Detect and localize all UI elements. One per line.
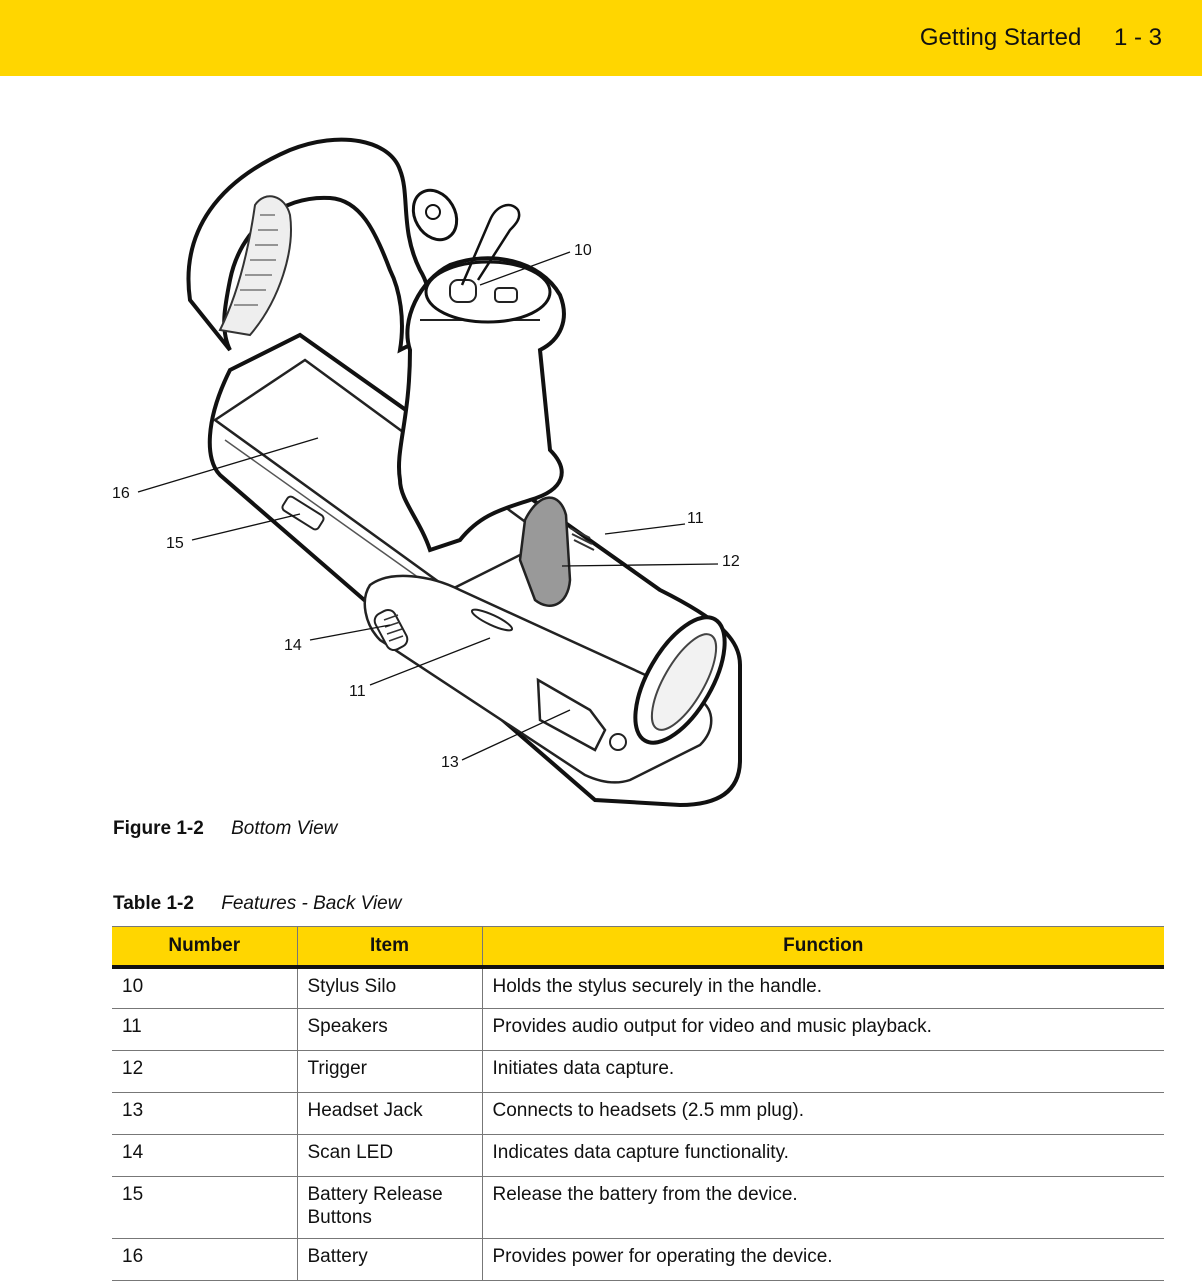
callout-10: 10 (574, 242, 592, 259)
table-row: 16 Battery Provides power for operating … (112, 1238, 1164, 1281)
figure-caption: Figure 1-2 Bottom View (113, 818, 337, 840)
callout-11-lower: 11 (349, 683, 366, 700)
speaker-lower (470, 608, 514, 632)
figure-title: Bottom View (231, 818, 338, 839)
strap-clip (411, 188, 459, 242)
stylus-silo (424, 260, 552, 324)
header-text: Getting Started 1 - 3 (920, 24, 1162, 52)
table-row: 10 Stylus Silo Holds the stylus securely… (112, 966, 1164, 1009)
cell-function: Release the battery from the device. (481, 1176, 1164, 1239)
table-row: 13 Headset Jack Connects to headsets (2.… (112, 1092, 1164, 1135)
cell-function: Provides power for operating the device. (481, 1238, 1164, 1281)
cell-number: 15 (112, 1176, 297, 1239)
table-header-row: Number Item Function (112, 926, 1164, 969)
table-caption: Table 1-2 Features - Back View (113, 893, 401, 915)
cell-function: Provides audio output for video and musi… (481, 1008, 1164, 1051)
cell-number: 11 (112, 1008, 297, 1051)
table-number: Table 1-2 (113, 893, 194, 914)
callout-12: 12 (722, 553, 740, 570)
features-table: Number Item Function 10 Stylus Silo Hold… (112, 926, 1164, 1281)
cell-item: Battery (296, 1238, 482, 1281)
battery-release-button (281, 495, 325, 531)
header-function: Function (481, 926, 1164, 969)
cell-item: Stylus Silo (296, 966, 482, 1009)
header-item: Item (296, 926, 482, 969)
callout-13: 13 (441, 754, 459, 771)
callout-leaders (137, 251, 719, 761)
chapter-title: Getting Started (919, 24, 1082, 51)
cell-item: Scan LED (296, 1134, 482, 1177)
cell-item: Battery Release Buttons (296, 1176, 482, 1239)
cell-function: Holds the stylus securely in the handle. (481, 966, 1164, 1009)
figure-number: Figure 1-2 (113, 818, 204, 839)
table-row: 11 Speakers Provides audio output for vi… (112, 1008, 1164, 1051)
cell-function: Indicates data capture functionality. (481, 1134, 1164, 1177)
cell-item: Trigger (296, 1050, 482, 1093)
cell-number: 10 (112, 966, 297, 1009)
header-number: Number (112, 926, 297, 969)
headset-jack-cover (536, 677, 607, 752)
handle (397, 256, 566, 553)
cell-item: Headset Jack (296, 1092, 482, 1135)
callout-16: 16 (112, 485, 130, 502)
cell-function: Initiates data capture. (481, 1050, 1164, 1093)
cell-number: 12 (112, 1050, 297, 1093)
table-row: 15 Battery Release Buttons Release the b… (112, 1176, 1164, 1239)
table-title: Features - Back View (221, 893, 402, 914)
cell-number: 16 (112, 1238, 297, 1281)
strap-pad (218, 195, 292, 337)
cell-function: Connects to headsets (2.5 mm plug). (481, 1092, 1164, 1135)
table-row: 12 Trigger Initiates data capture. (112, 1050, 1164, 1093)
table-row: 14 Scan LED Indicates data capture funct… (112, 1134, 1164, 1177)
scan-led (373, 608, 409, 652)
page-header: Getting Started 1 - 3 (0, 0, 1202, 76)
callout-14: 14 (284, 637, 302, 654)
callout-15: 15 (166, 535, 184, 552)
trigger (518, 496, 572, 607)
cell-number: 13 (112, 1092, 297, 1135)
cell-number: 14 (112, 1134, 297, 1177)
device-bottom-view-illustration: 10 11 12 16 15 14 11 13 (100, 120, 780, 820)
stylus-tether (460, 203, 521, 286)
callout-11-upper: 11 (687, 510, 704, 527)
cell-item: Speakers (296, 1008, 482, 1051)
page-number: 1 - 3 (1113, 24, 1162, 51)
